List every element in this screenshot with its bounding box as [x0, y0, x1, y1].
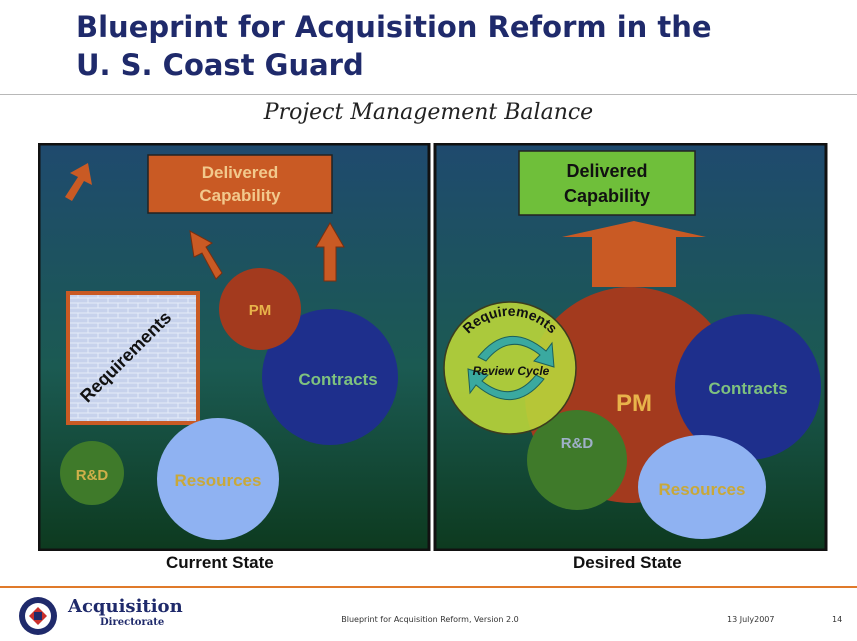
coast-guard-logo — [19, 597, 57, 635]
page-number: 14 — [832, 615, 843, 624]
subtitle: Project Management Balance — [263, 100, 594, 125]
desired-delivered-line1: Delivered — [566, 161, 647, 181]
logo-title: Acquisition — [68, 596, 183, 617]
desired-contracts-label: Contracts — [708, 379, 787, 398]
current-pm-circle — [219, 268, 301, 350]
current-state-label: Current State — [166, 553, 274, 572]
current-delivered-line1: Delivered — [202, 163, 279, 182]
title-line-2: U. S. Coast Guard — [76, 48, 364, 82]
current-requirements-box — [66, 291, 200, 425]
arrow-pm-to-capability-right — [315, 222, 345, 282]
review-cycle-label: Review Cycle — [473, 364, 550, 378]
arrow-pm-to-capability-left — [189, 230, 223, 280]
current-contracts-circle — [262, 309, 398, 445]
current-resources-label: Resources — [175, 471, 262, 490]
balance-diagram: Delivered Capability Requirements Contra… — [38, 143, 828, 551]
desired-delivered-capability-box — [518, 150, 696, 216]
current-delivered-line2: Capability — [199, 186, 281, 205]
current-rd-label: R&D — [76, 467, 109, 484]
outgoing-arrow — [65, 163, 92, 201]
desired-rd-circle — [527, 410, 627, 510]
desired-rd-label: R&D — [561, 435, 594, 452]
review-cycle-arrow-bottom — [467, 368, 545, 400]
desired-delivered-line2: Capability — [564, 186, 650, 206]
current-rd-circle — [60, 441, 124, 505]
desired-up-arrow — [562, 221, 706, 287]
current-contracts-label: Contracts — [298, 370, 377, 389]
footer-date: 13 July2007 — [727, 615, 775, 624]
slide-footer: Acquisition Directorate Blueprint for Ac… — [0, 589, 857, 641]
current-pm-label: PM — [249, 302, 272, 319]
footer-document-title: Blueprint for Acquisition Reform, Versio… — [341, 615, 519, 624]
current-delivered-capability-box — [147, 154, 333, 214]
title-divider — [0, 94, 857, 95]
desired-resources-label: Resources — [659, 480, 746, 499]
desired-contracts-circle — [675, 314, 821, 460]
desired-pm-label: PM — [616, 390, 652, 417]
logo-subtitle: Directorate — [100, 617, 165, 628]
desired-requirements-circle — [443, 301, 577, 435]
review-cycle-arrow-top — [477, 336, 555, 368]
current-resources-circle — [157, 418, 279, 540]
footer-divider — [0, 586, 857, 588]
slide-title: Blueprint for Acquisition Reform in the … — [76, 8, 836, 84]
desired-resources-circle — [638, 435, 766, 539]
title-line-1: Blueprint for Acquisition Reform in the — [76, 10, 712, 44]
desired-state-label: Desired State — [573, 553, 682, 572]
